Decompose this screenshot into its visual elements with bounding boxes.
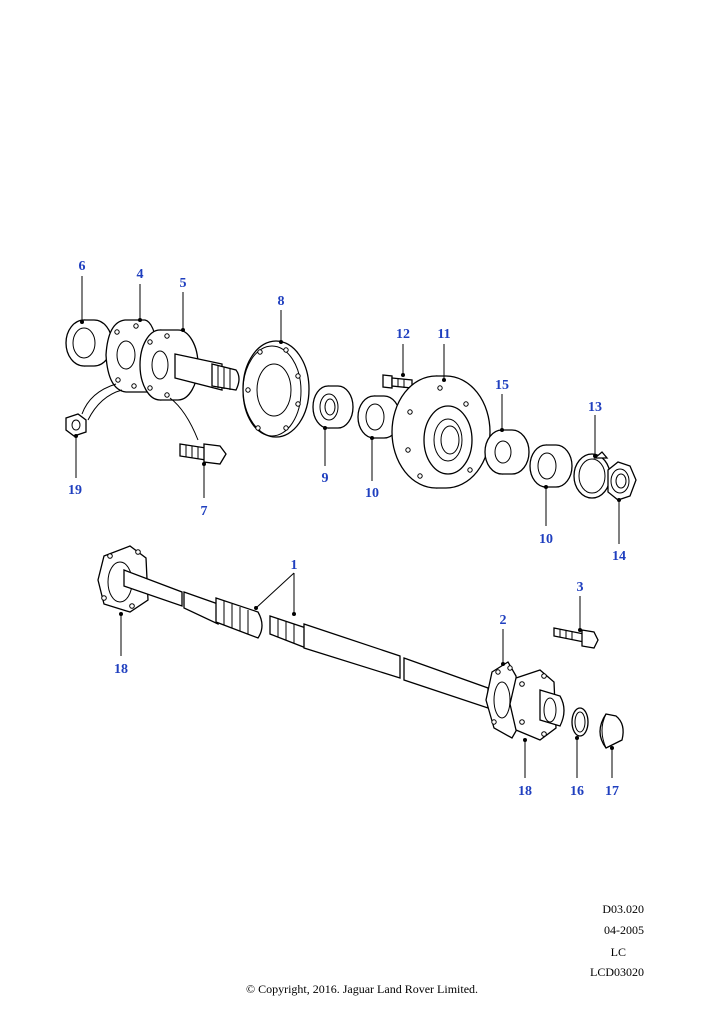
callout-11: 11	[437, 327, 450, 342]
drawing-number: LCD03020	[590, 965, 644, 979]
callout-6: 6	[79, 259, 86, 274]
drawing-date: 04-2005	[604, 923, 644, 937]
callout-1: 1	[291, 558, 298, 573]
part-8-backplate	[242, 340, 310, 438]
callout-13: 13	[588, 400, 602, 415]
callout-16: 16	[570, 784, 584, 799]
callout-15: 15	[495, 378, 509, 393]
drawing-reference: D03.020	[602, 902, 644, 916]
part-9-spacer	[312, 385, 354, 429]
callout-17: 17	[605, 784, 619, 799]
callout-3: 3	[577, 580, 584, 595]
part-18-flange-right	[509, 669, 565, 741]
callout-7: 7	[201, 504, 208, 519]
part-13-lock-washer	[573, 451, 611, 499]
callout-18-right: 18	[518, 784, 532, 799]
part-14-hub-nut	[607, 461, 637, 501]
part-18-flange-left	[97, 545, 149, 613]
callout-5: 5	[180, 276, 187, 291]
part-3-bolt	[553, 627, 599, 649]
callout-2: 2	[500, 613, 507, 628]
part-12-wheel-stud	[382, 374, 413, 389]
part-19-nut	[65, 383, 123, 437]
part-2-gasket	[485, 661, 521, 739]
callout-19: 19	[68, 483, 82, 498]
callout-10-upper-right: 10	[539, 532, 553, 547]
copyright-notice: © Copyright, 2016. Jaguar Land Rover Lim…	[245, 982, 479, 996]
part-5-stub-axle	[139, 329, 240, 401]
part-7-bolt	[169, 397, 227, 465]
part-16-circlip	[571, 707, 589, 737]
callout-8: 8	[278, 294, 285, 309]
callout-14: 14	[612, 549, 626, 564]
callout-4: 4	[137, 267, 144, 282]
part-11-hub	[391, 375, 491, 489]
part-6-oil-seal	[65, 319, 113, 367]
drawing-code: LC	[610, 945, 626, 959]
part-15-bearing	[484, 429, 530, 475]
callout-18-left: 18	[114, 662, 128, 677]
part-1-drive-shaft-left	[123, 569, 263, 639]
part-17-hub-cap	[599, 713, 624, 749]
part-10-oil-seal-upper-right	[529, 444, 573, 488]
callout-10-upper-left: 10	[365, 486, 379, 501]
part-1-drive-shaft-right	[269, 615, 489, 709]
callout-labels: 6 4 5 8 12 11 15 13 9 10 10 14 19 7 1 3 …	[68, 259, 626, 799]
leader-lines	[74, 276, 621, 778]
callout-9: 9	[322, 471, 329, 486]
callout-12: 12	[396, 327, 410, 342]
